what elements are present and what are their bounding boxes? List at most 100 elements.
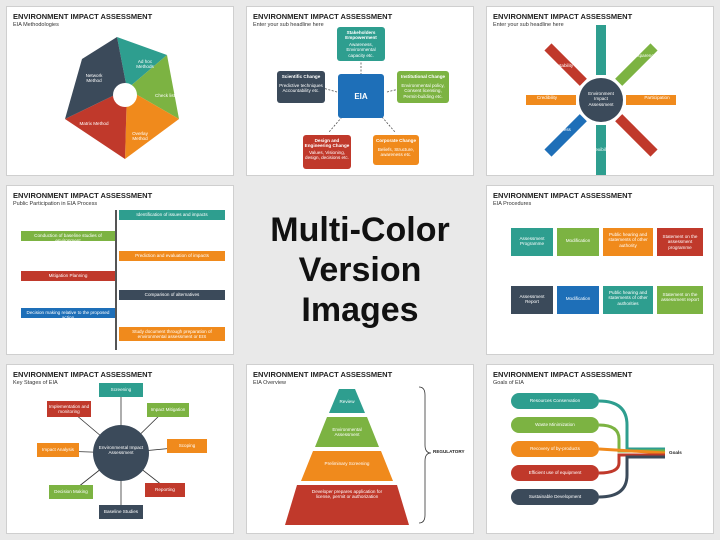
node-decision: Decision Making: [49, 485, 93, 499]
level-developer: [285, 485, 409, 525]
slide-subtitle: EIA Procedures: [493, 201, 532, 207]
step-4: Mitigation Planning: [21, 271, 115, 281]
slide-title: ENVIRONMENT IMPACT ASSESSMENT: [253, 12, 393, 21]
slide-subtitle: EIA Overview: [253, 380, 287, 386]
goals-connector: [598, 399, 666, 499]
slide-title: ENVIRONMENT IMPACT ASSESSMENT: [493, 191, 633, 200]
slide-public-participation[interactable]: ENVIRONMENT IMPACT ASSESSMENT Public Par…: [6, 185, 234, 355]
pyramid: [285, 386, 432, 525]
slide-eia-hub[interactable]: ENVIRONMENT IMPACT ASSESSMENT Enter your…: [246, 6, 474, 176]
spoke-flexibility: [596, 125, 606, 175]
box-stakeholders: Stakeholders Empowerment Awareness, Envi…: [337, 27, 385, 61]
label-practicality: Practicality: [645, 127, 669, 132]
slide-title: ENVIRONMENT IMPACT ASSESSMENT: [13, 191, 153, 200]
level-review: [329, 389, 365, 413]
step-1: Identification of issues and impacts: [119, 210, 225, 220]
pentagon-swirl-diagram: [65, 37, 179, 159]
proc-8: Statement on the assessment report: [657, 286, 703, 314]
spoke-cost: [544, 114, 587, 157]
step-2: Conduction of baseline studies of enviro…: [21, 231, 115, 243]
label-overlay: Overlay Method: [132, 131, 148, 142]
label-developer: Developer prepares application for licen…: [311, 489, 383, 500]
label-participation: Participation: [644, 95, 670, 100]
slide-title: ENVIRONMENT IMPACT ASSESSMENT: [13, 12, 153, 21]
label-matrix: Matrix Method: [79, 121, 109, 126]
step-6: Decision making relative to the proposed…: [21, 308, 115, 320]
label-flexibility: Flexibility: [591, 147, 611, 152]
proc-6: Modification: [557, 286, 599, 314]
spoke-accountability: [544, 43, 587, 86]
spoke-practicality: [615, 114, 658, 157]
slide-subtitle: Enter your sub headline here: [493, 22, 564, 28]
goal-2: Waste Minimization: [511, 417, 599, 433]
spoke-participation: [626, 95, 676, 105]
label-environmental: Environmental Assessment: [332, 427, 362, 438]
proc-5: Assessment Report: [511, 286, 553, 314]
timeline-axis: [115, 210, 117, 350]
node-impact-mitigation: Impact Mitigation: [147, 403, 189, 417]
segment-matrix: [65, 89, 127, 159]
label-transparency: Transparency: [628, 53, 656, 58]
slide-goals[interactable]: ENVIRONMENT IMPACT ASSESSMENT Goals of E…: [486, 364, 714, 534]
proc-3: Public hearing and statements of other a…: [603, 228, 653, 256]
level-environmental: [315, 417, 379, 447]
slide-title: ENVIRONMENT IMPACT ASSESSMENT: [493, 12, 633, 21]
goals-label: Goals: [669, 450, 682, 455]
step-3: Prediction and evaluation of impacts: [119, 251, 225, 261]
label-network: Network Method: [85, 73, 103, 84]
spoke-certainty: [615, 43, 658, 86]
box-corporate: Corporate Change Beliefs, Structure, awa…: [373, 135, 419, 165]
node-impact-analysis: Impact Analysis: [37, 443, 79, 457]
spoke-diagram: [526, 25, 676, 175]
slide-eia-overview[interactable]: ENVIRONMENT IMPACT ASSESSMENT EIA Overvi…: [246, 364, 474, 534]
stages-center-label: Environmental Impact Assessment: [98, 445, 144, 456]
node-implementation: Implementation and monitoring: [47, 401, 91, 417]
goal-3: Recovery of by-products: [511, 441, 599, 457]
spoke-center: [579, 78, 623, 122]
segment-network: [65, 37, 127, 119]
goal-4: Efficient use of equipment: [511, 465, 599, 481]
label-cost: Cost-effectiveness: [533, 127, 571, 132]
slide-subtitle: Public Participation in EIA Process: [13, 201, 98, 207]
slide-subtitle: EIA Methodologies: [13, 22, 59, 28]
label-review: Review: [339, 399, 355, 404]
label-certainty: Certainty: [650, 65, 670, 70]
slide-title: ENVIRONMENT IMPACT ASSESSMENT: [13, 370, 153, 379]
node-reporting: Reporting: [145, 483, 185, 497]
slide-eia-procedures[interactable]: ENVIRONMENT IMPACT ASSESSMENT EIA Proced…: [486, 185, 714, 355]
box-design: Design and Engineering Change Values, Vi…: [303, 135, 351, 169]
segment-ad-hoc: [117, 37, 167, 89]
goal-1: Resources Conservation: [511, 393, 599, 409]
label-ad-hoc: Ad hoc Methods: [136, 59, 154, 70]
slide-eia-spokes[interactable]: ENVIRONMENT IMPACT ASSESSMENT Enter your…: [486, 6, 714, 176]
proc-2: Modification: [557, 228, 599, 256]
label-accountability: Accountability: [544, 63, 574, 68]
label-regulatory: REGULATORY: [433, 449, 465, 454]
spoke-center-label: Environment Impact Assessment: [588, 91, 614, 107]
node-scoping: Scoping: [167, 439, 207, 453]
proc-7: Public hearing and statements of other a…: [603, 286, 653, 314]
proc-4: Statement on the assessment programme: [657, 228, 703, 256]
regulatory-brace: [418, 386, 432, 524]
slide-title: ENVIRONMENT IMPACT ASSESSMENT: [493, 370, 633, 379]
level-preliminary: [301, 451, 393, 481]
spoke-credibility: [526, 95, 576, 105]
slide-title: ENVIRONMENT IMPACT ASSESSMENT: [253, 370, 393, 379]
label-credibility: Credibility: [536, 95, 558, 100]
slide-subtitle: Goals of EIA: [493, 380, 524, 386]
step-5: Comparison of alternatives: [119, 290, 225, 300]
slide-key-stages[interactable]: ENVIRONMENT IMPACT ASSESSMENT Key Stages…: [6, 364, 234, 534]
spoke-transparency: [596, 25, 606, 75]
slide-eia-methodologies[interactable]: ENVIRONMENT IMPACT ASSESSMENT EIA Method…: [6, 6, 234, 176]
goal-5: Sustainable Development: [511, 489, 599, 505]
label-checklist: Check list: [155, 93, 175, 98]
node-baseline: Baseline Studies: [99, 505, 143, 519]
segment-overlay: [125, 89, 179, 159]
eia-center-box: EIA: [338, 74, 384, 118]
stages-center: [93, 425, 149, 481]
box-scientific: Scientific Change Predictive techniques …: [277, 71, 325, 103]
segment-checklist: [127, 55, 179, 119]
proc-1: Assessment Programme: [511, 228, 553, 256]
box-institutional: Institutional Change Environmental polic…: [397, 71, 449, 103]
